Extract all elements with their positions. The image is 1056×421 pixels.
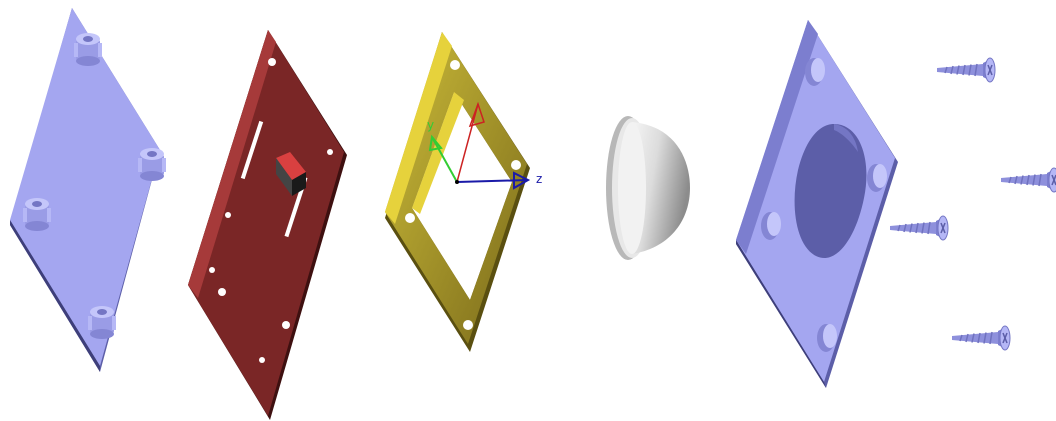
square-frame [385,32,530,352]
screws [889,57,1056,351]
dome-button [606,116,690,260]
circuit-board [188,30,347,420]
z-axis-label: z [536,172,542,186]
base-plate [10,8,166,372]
top-plate [736,20,898,388]
screw-2 [1000,167,1056,193]
coordinate-axes: y z [427,101,542,190]
screw-3 [889,215,949,241]
screw-1 [936,57,996,83]
y-axis-label: y [427,118,434,132]
screw-4 [951,325,1011,351]
